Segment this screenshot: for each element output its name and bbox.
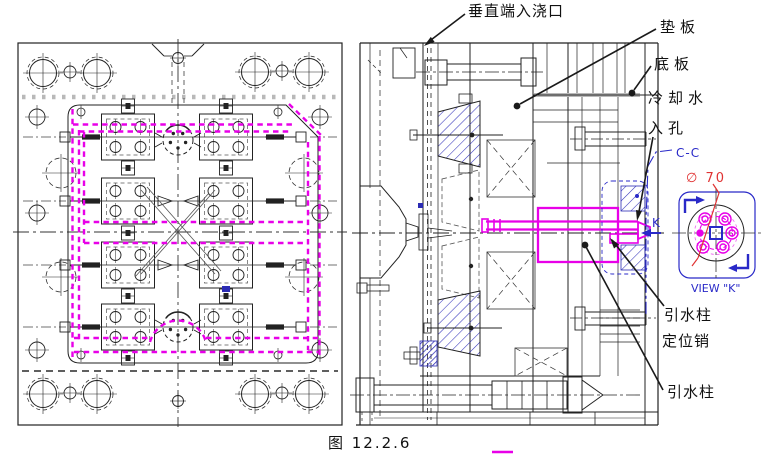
label-water-column-pin-1: 引水柱 — [664, 306, 712, 324]
text-labels: 垂直端入浇口 垫板 底板 冷却水 入孔 引水柱 定位销 引水柱 C-C ∅ 70… — [328, 2, 740, 452]
label-water-column: 引水柱 — [667, 383, 715, 401]
detail-view-k — [641, 183, 761, 279]
label-direction-k: K — [652, 216, 661, 230]
label-cooling-water-2: 入孔 — [648, 119, 688, 137]
label-bottom-plate: 底板 — [654, 55, 694, 73]
label-cooling-water-1: 冷却水 — [648, 89, 708, 107]
section-view — [350, 42, 673, 426]
plan-view — [13, 39, 347, 427]
label-view-k: VIEW "K" — [691, 282, 740, 295]
label-backing-plate: 垫板 — [660, 18, 700, 36]
label-water-column-pin-2: 定位销 — [662, 332, 710, 350]
cooling-circuit-plan — [71, 103, 323, 358]
label-section-cc: C-C — [676, 146, 700, 160]
label-diameter-70: ∅ 70 — [686, 171, 726, 186]
leader-lines — [424, 13, 665, 454]
bolt-circle-holes — [696, 212, 739, 254]
diameter-leader — [697, 183, 720, 259]
label-vertical-gate: 垂直端入浇口 — [468, 2, 564, 20]
figure-caption: 图 12.2.6 — [328, 434, 411, 452]
